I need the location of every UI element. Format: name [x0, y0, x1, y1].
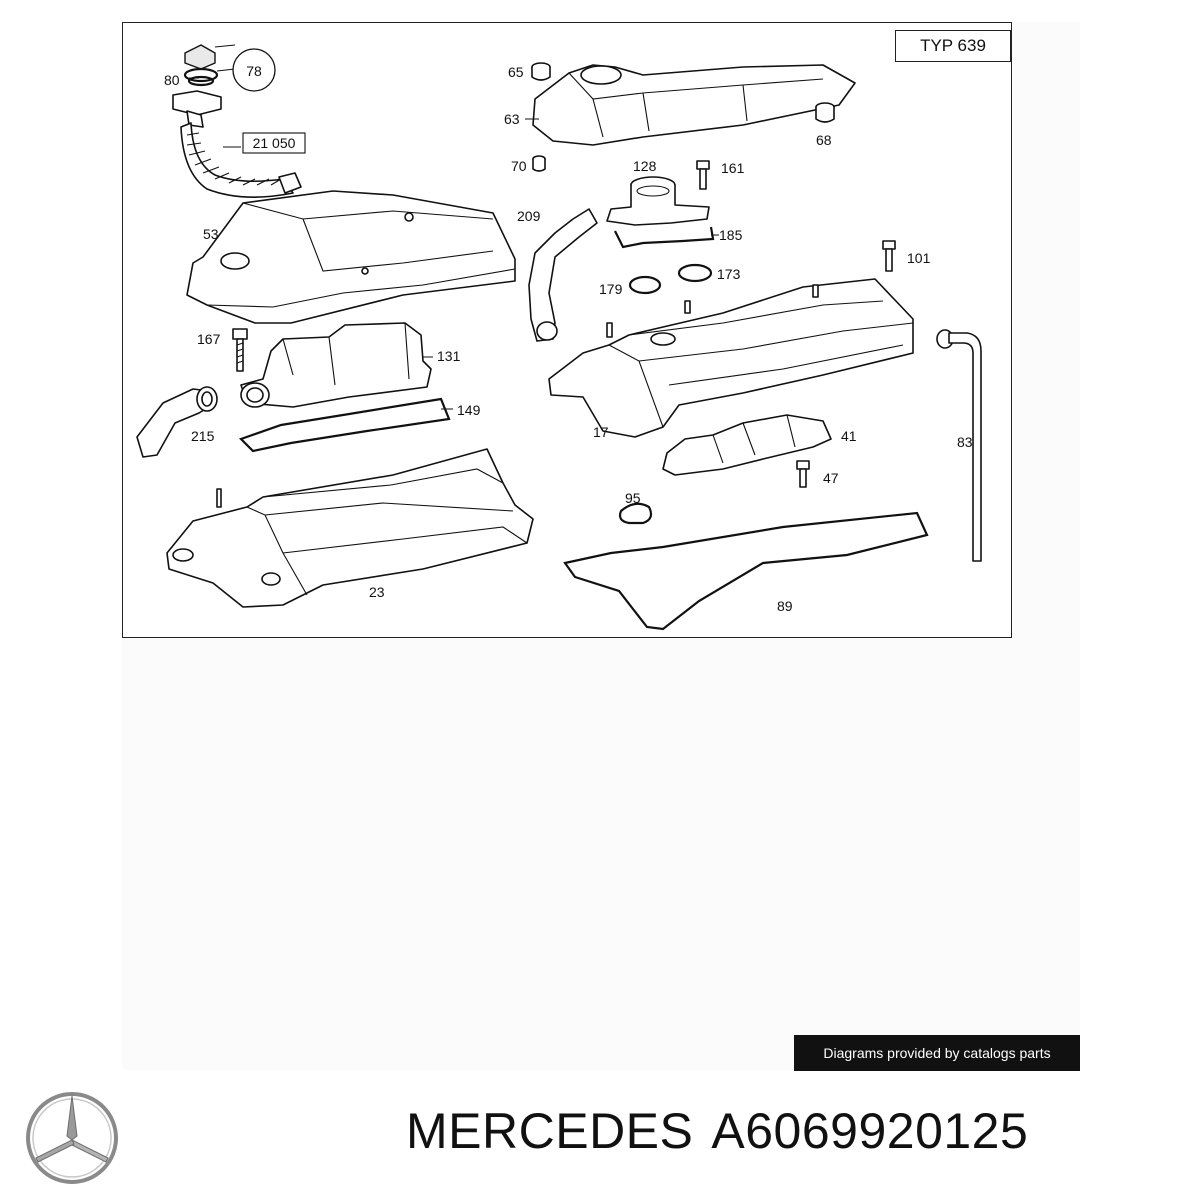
callout-17: 17 — [593, 424, 609, 440]
callout-80: 80 — [164, 72, 180, 88]
callout-47: 47 — [823, 470, 839, 486]
callout-215: 215 — [191, 428, 215, 444]
callout-78: 78 — [246, 63, 262, 79]
callout-63: 63 — [504, 111, 520, 127]
oil-separator-128-part — [606, 176, 710, 226]
brand-name: MERCEDES — [406, 1103, 694, 1159]
callout-185: 185 — [719, 227, 743, 243]
breather-housing-131-part — [240, 322, 433, 408]
o-ring-173-part — [677, 263, 713, 283]
callout-179: 179 — [599, 281, 623, 297]
engine-cover-63-part — [532, 64, 856, 146]
gasket-89-part — [563, 511, 929, 631]
callout-173: 173 — [717, 266, 741, 282]
callout-23: 23 — [369, 584, 385, 600]
callout-128: 128 — [633, 158, 657, 174]
oil-filler-cap-part — [183, 44, 236, 87]
gasket-149-part — [238, 397, 451, 453]
product-title: MERCEDES A6069920125 — [406, 1102, 1028, 1160]
grommet-65-part — [531, 62, 551, 81]
type-label: TYP 639 — [895, 30, 1011, 62]
callout-65: 65 — [508, 64, 524, 80]
bolt-47-part — [796, 460, 810, 488]
exploded-parts-diagram: 78 80 21 050 53 167 — [122, 22, 1012, 638]
o-ring-179-part — [628, 275, 662, 295]
callout-83: 83 — [957, 434, 973, 450]
product-footer: MERCEDES A6069920125 — [0, 1078, 1200, 1200]
callout-78-circle — [232, 48, 276, 92]
callout-167: 167 — [197, 331, 221, 347]
cylinder-head-cover-23-part — [166, 448, 534, 608]
part-number: A6069920125 — [711, 1103, 1029, 1159]
diagram-credit-badge: Diagrams provided by catalogs parts — [794, 1035, 1080, 1071]
reference-box — [242, 132, 306, 154]
filler-neck-hose-part — [172, 90, 302, 198]
callout-70: 70 — [511, 158, 527, 174]
gasket-185-part — [614, 226, 715, 249]
hose-215-part — [136, 386, 218, 458]
bolt-101-part — [882, 240, 896, 272]
seal-95-part — [618, 502, 653, 525]
callout-53: 53 — [203, 226, 219, 242]
three-pointed-star-icon — [26, 1092, 118, 1184]
callout-209: 209 — [517, 208, 541, 224]
engine-cover-53-part — [186, 190, 516, 324]
plug-70-part — [532, 155, 546, 172]
callout-131: 131 — [437, 348, 461, 364]
callout-149: 149 — [457, 402, 481, 418]
hose-209-part — [528, 208, 598, 342]
callout-89: 89 — [777, 598, 793, 614]
cylinder-head-cover-17-part — [548, 278, 914, 438]
parts-drawing: 78 80 21 050 53 167 — [136, 44, 982, 631]
reference-label: 21 050 — [253, 135, 296, 151]
pipe-83-part — [936, 329, 982, 562]
callout-161: 161 — [721, 160, 745, 176]
bolt-161-part — [696, 160, 710, 190]
plug-68-part — [815, 102, 835, 123]
callout-41: 41 — [841, 428, 857, 444]
duct-41-part — [662, 414, 832, 476]
bolt-167-part — [232, 328, 248, 372]
callout-95: 95 — [625, 490, 641, 506]
callout-68: 68 — [816, 132, 832, 148]
callout-101: 101 — [907, 250, 931, 266]
